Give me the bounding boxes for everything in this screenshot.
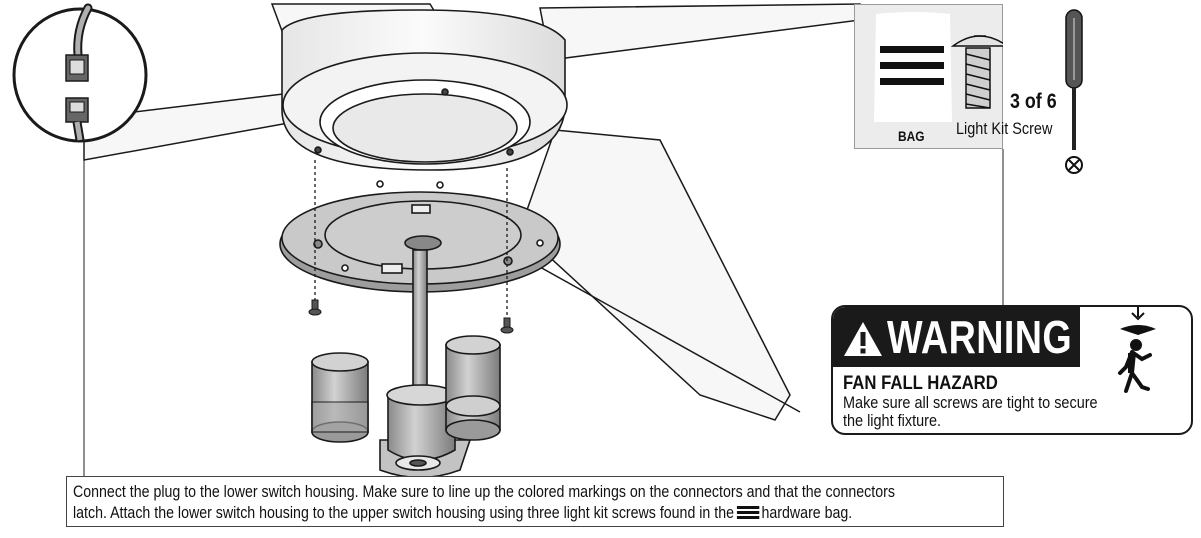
three-bar-bag-icon [874, 12, 952, 122]
warning-banner: WARNING [833, 307, 1080, 367]
caption-line-1: Connect the plug to the lower switch hou… [73, 483, 895, 501]
hardware-part-name: Light Kit Screw [956, 119, 1053, 138]
falling-fan-person-icon [1118, 307, 1156, 393]
warning-box: WARNING FAN FALL HAZARD Make sure all sc… [831, 305, 1193, 435]
warning-body: Make sure all screws are tight to secure… [843, 394, 1124, 430]
instruction-caption: Connect the plug to the lower switch hou… [66, 476, 1004, 527]
caption-text: latch. Attach the lower switch housing t… [73, 504, 735, 522]
warning-body-line: the light fixture. [843, 411, 941, 430]
lower-switch-housing [311, 249, 501, 479]
screw-guides [314, 160, 508, 320]
caption-text: hardware bag. [761, 504, 853, 522]
connector-inset [12, 3, 148, 143]
phillips-screwdriver-icon [1065, 9, 1083, 174]
caption-line-2: latch. Attach the lower switch housing t… [73, 503, 873, 524]
hardware-bag-label: BAG [898, 128, 925, 144]
hardware-count: 3 of 6 [1010, 90, 1057, 113]
screw-icon [950, 35, 1003, 109]
warning-triangle-icon [844, 322, 882, 356]
three-bar-bag-icon [736, 506, 759, 519]
warning-heading: FAN FALL HAZARD [843, 373, 998, 394]
warning-title: WARNING [887, 311, 1073, 363]
light-kit-screws [308, 299, 514, 334]
hardware-panel-graphics [874, 12, 1003, 122]
warning-body-line: Make sure all screws are tight to secure [843, 393, 1098, 412]
upper-switch-housing [281, 9, 568, 171]
